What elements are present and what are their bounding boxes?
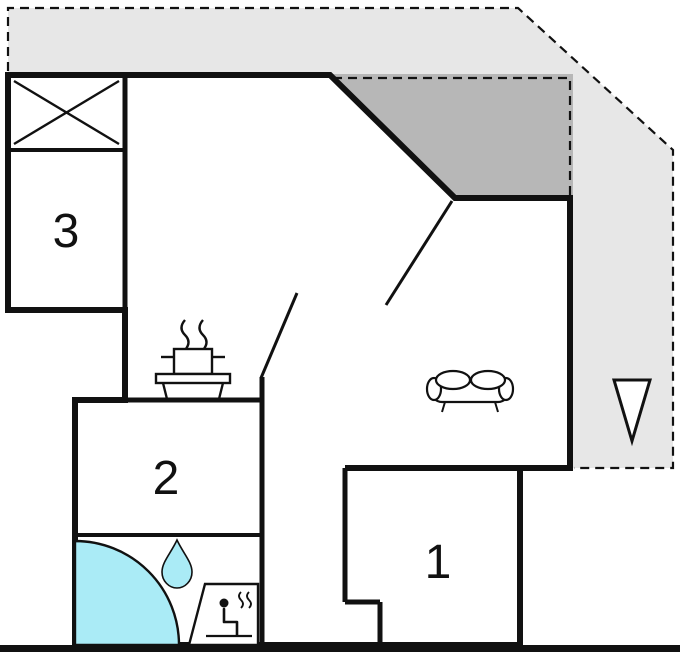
wall-kitchen-diagonal: [259, 292, 299, 379]
covered-terrace-area: [333, 74, 573, 197]
bottom-baseline: [0, 645, 680, 652]
room-3-label: 3: [53, 205, 80, 258]
interior-walls: [8, 78, 570, 645]
corner-shower-icon: [73, 539, 181, 647]
wall-hall-diagonal: [384, 200, 454, 306]
stove-leg-left: [161, 382, 169, 400]
steam-wave-2: [198, 319, 208, 351]
sofa-leg-right: [494, 401, 499, 413]
sofa-cushion-left: [434, 369, 472, 391]
room-2-label: 2: [153, 452, 180, 505]
sauna-person-body: [222, 607, 239, 637]
terrace-area: [8, 8, 673, 468]
x-line-2: [13, 79, 120, 146]
covered-terrace-dashed-boundary: [333, 76, 572, 196]
window-x-icon: [13, 79, 120, 146]
pot-body: [172, 347, 214, 376]
stove-table-top: [154, 372, 232, 385]
stove-leg-right: [217, 382, 225, 400]
sofa-icon: [425, 369, 515, 413]
sauna-heat-wave-2: [246, 591, 252, 609]
terrace-dashed-boundary: [6, 6, 675, 470]
steam-wave-1: [180, 319, 190, 351]
entrance-arrow-icon: [611, 378, 653, 447]
stove-icon: [154, 319, 232, 400]
water-drop-icon: [161, 538, 193, 589]
sauna-heat-wave-1: [238, 591, 244, 609]
sofa-leg-left: [441, 401, 446, 413]
sauna-icon: [187, 582, 260, 647]
sofa-cushion-right: [469, 369, 507, 391]
sauna-person-head: [219, 598, 229, 608]
room-1-label: 1: [425, 536, 452, 589]
